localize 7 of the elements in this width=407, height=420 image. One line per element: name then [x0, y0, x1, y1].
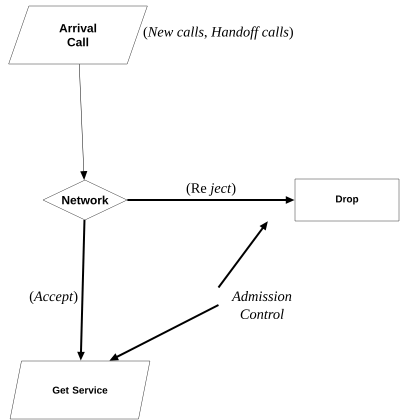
- edge-label: (Re ject): [185, 182, 238, 197]
- edge-label: (Accept): [28, 290, 80, 306]
- node-caption: (New calls, Handoff calls): [144, 26, 293, 40]
- output-parallelogram: Get Service: [10, 360, 150, 420]
- bare-text: Admission Control: [231, 291, 292, 320]
- arrow: [79, 64, 88, 180]
- process-box: Drop: [294, 178, 400, 222]
